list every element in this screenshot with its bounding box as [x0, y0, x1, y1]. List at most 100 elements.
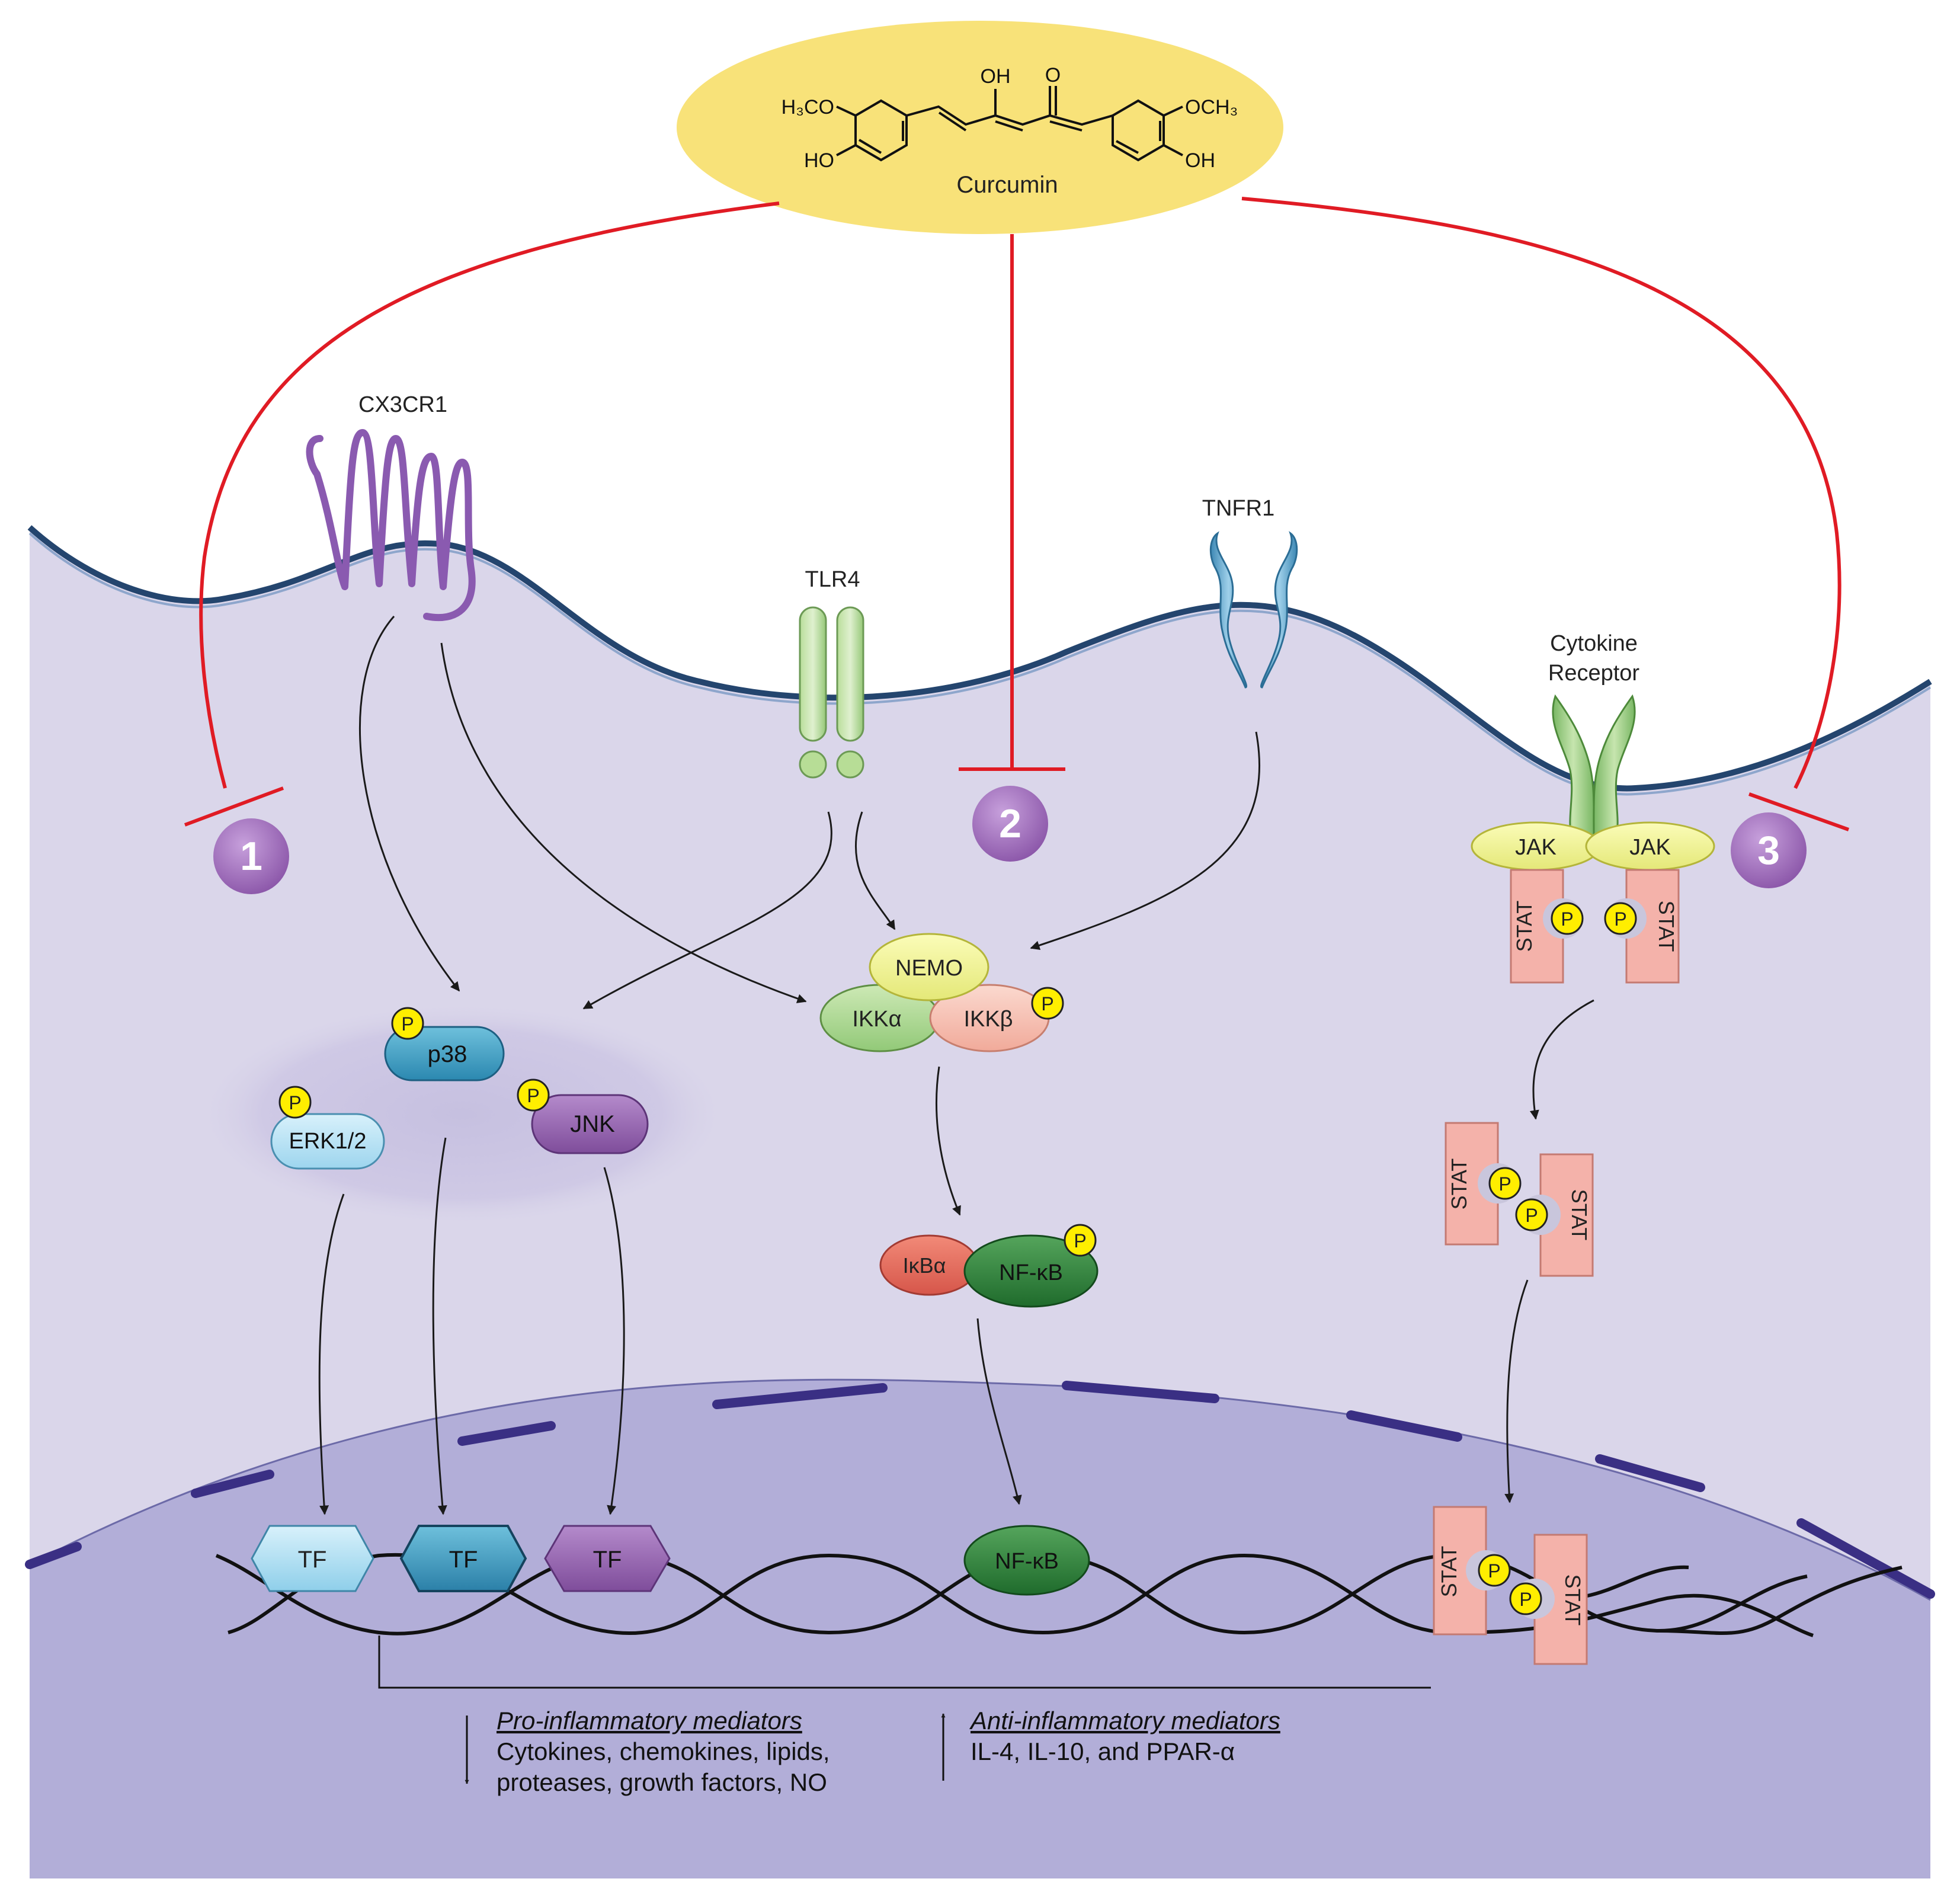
- tnfr1-receptor: [1209, 531, 1298, 689]
- cx3cr1-label: CX3CR1: [358, 392, 447, 417]
- nfkb-nuclear: NF-κB: [963, 1525, 1090, 1596]
- svg-text:P: P: [1525, 1205, 1538, 1226]
- svg-text:ERK1/2: ERK1/2: [289, 1129, 367, 1154]
- svg-text:STAT: STAT: [1561, 1574, 1585, 1626]
- arrow-erk-to-tf: [318, 1193, 345, 1515]
- stat-dimer-nucleus: STAT STAT P P: [1433, 1506, 1588, 1665]
- curcumin-bubble: [677, 21, 1283, 234]
- curcumin-enol-hydroxy: OH: [981, 65, 1011, 88]
- erk-kinase: ERK1/2 P: [270, 1086, 385, 1170]
- nuclear-envelope: [29, 1378, 1931, 1601]
- jak-left: JAK: [1471, 821, 1601, 871]
- ikk-beta: IKKβ P: [929, 984, 1064, 1052]
- tlr4-label: TLR4: [805, 567, 860, 592]
- step-badge-3: 3: [1731, 812, 1807, 888]
- stat-dimer-cytoplasm: STAT STAT P P: [1445, 1122, 1594, 1277]
- inhibition-path-3: [1241, 197, 1841, 789]
- svg-text:P: P: [527, 1085, 539, 1106]
- svg-text:TF: TF: [449, 1547, 478, 1573]
- svg-text:P: P: [1041, 993, 1053, 1014]
- jnk-kinase: JNK P: [517, 1078, 649, 1154]
- arrow-nfkb-to-nucleus: [976, 1318, 1022, 1505]
- tf-erk: TF: [251, 1525, 374, 1592]
- anti-inflammatory-title: Anti-inflammatory mediators: [969, 1707, 1280, 1734]
- svg-text:3: 3: [1757, 828, 1780, 873]
- step-badge-1: 1: [213, 818, 289, 894]
- signal-arrows: [318, 616, 1594, 1515]
- arrow-p38-to-tf: [432, 1137, 447, 1515]
- svg-text:P: P: [1561, 908, 1573, 930]
- svg-text:STAT: STAT: [1447, 1158, 1471, 1210]
- pro-inflammatory-line-2: proteases, growth factors, NO: [497, 1768, 827, 1796]
- mapk-halo: [196, 1001, 729, 1227]
- arrow-tlr4-to-mapk: [582, 811, 832, 1010]
- tf-jnk: TF: [544, 1525, 671, 1592]
- svg-text:p38: p38: [428, 1041, 467, 1067]
- arrow-tlr4-to-ikk: [855, 811, 896, 930]
- svg-text:P: P: [289, 1092, 301, 1113]
- arrow-cx3cr1-to-ikk: [440, 642, 807, 1003]
- curcumin-left-methoxy: H₃CO: [782, 96, 834, 119]
- nucleus: [30, 1380, 1930, 1878]
- svg-text:JAK: JAK: [1629, 835, 1671, 860]
- svg-text:2: 2: [999, 801, 1021, 846]
- inhibition-bar-3: [1748, 792, 1850, 831]
- stat-receptor-phospho: P P: [1543, 898, 1647, 939]
- svg-text:IKKβ: IKKβ: [963, 1007, 1013, 1032]
- arrow-tnfr1-to-ikk: [1030, 731, 1260, 950]
- arrow-jnk-to-tf: [603, 1167, 625, 1515]
- svg-text:1: 1: [240, 834, 262, 879]
- cytokine-receptor-label-2: Receptor: [1548, 661, 1640, 686]
- anti-inflammatory-line-1: IL-4, IL-10, and PPAR-α: [971, 1737, 1235, 1765]
- svg-text:NF-κB: NF-κB: [995, 1549, 1059, 1574]
- svg-text:P: P: [1519, 1589, 1532, 1610]
- curcumin-right-hydroxy: OH: [1185, 149, 1215, 172]
- curcumin-keto-oxygen: O: [1045, 64, 1061, 87]
- tf-p38: TF: [399, 1525, 527, 1592]
- curcumin-structure: [836, 86, 1183, 162]
- cytokine-receptor-label-1: Cytokine: [1550, 631, 1638, 656]
- outcome-bracket: [378, 1636, 1431, 1689]
- svg-text:P: P: [1614, 908, 1626, 930]
- p38-kinase: p38 P: [384, 1007, 505, 1081]
- nuclear-pores: [25, 1381, 1935, 1599]
- svg-text:JNK: JNK: [570, 1111, 615, 1137]
- tlr4-receptor: [799, 606, 864, 779]
- curcumin-label: Curcumin: [956, 172, 1058, 198]
- curcumin-molecule: H₃CO HO OH O OCH₃ OH Curcumin: [677, 21, 1283, 234]
- svg-text:P: P: [1498, 1173, 1511, 1195]
- svg-text:STAT: STAT: [1567, 1189, 1591, 1241]
- pro-inflammatory-line-1: Cytokines, chemokines, lipids,: [497, 1737, 830, 1765]
- step-badge-2: 2: [972, 786, 1048, 862]
- svg-text:P: P: [1488, 1560, 1500, 1582]
- curcumin-left-hydroxy: HO: [804, 149, 834, 172]
- tnfr1-label: TNFR1: [1202, 496, 1274, 521]
- svg-text:TF: TF: [298, 1547, 327, 1573]
- svg-text:IκBα: IκBα: [903, 1253, 946, 1278]
- ikk-alpha: IKKα: [819, 984, 940, 1052]
- svg-text:STAT: STAT: [1654, 901, 1679, 952]
- nfkb-cytoplasm: NF-κB P: [963, 1224, 1099, 1308]
- svg-text:JAK: JAK: [1515, 835, 1557, 860]
- ikba: IκBα: [879, 1234, 979, 1296]
- curcumin-right-methoxy: OCH₃: [1185, 96, 1238, 119]
- svg-text:TF: TF: [593, 1547, 622, 1573]
- svg-text:NF-κB: NF-κB: [999, 1260, 1063, 1285]
- cx3cr1-receptor: [306, 429, 476, 622]
- arrow-ikk-to-nfkb: [936, 1066, 961, 1216]
- pro-inflammatory-title: Pro-inflammatory mediators: [497, 1707, 802, 1734]
- svg-text:P: P: [401, 1013, 414, 1035]
- arrow-stat-to-cytoplasm: [1529, 999, 1594, 1120]
- inhibition-path-1: [199, 201, 780, 789]
- jak-right: JAK: [1585, 821, 1715, 871]
- nemo: NEMO: [869, 933, 989, 1001]
- svg-text:NEMO: NEMO: [895, 956, 963, 981]
- arrow-stat-to-nucleus: [1504, 1279, 1529, 1503]
- inhibition-bar-1: [184, 786, 284, 827]
- inhibition-lines: [184, 197, 1850, 831]
- svg-text:P: P: [1074, 1230, 1086, 1252]
- svg-text:IKKα: IKKα: [852, 1007, 901, 1032]
- arrow-cx3cr1-to-p38: [359, 616, 460, 992]
- svg-text:STAT: STAT: [1512, 901, 1536, 952]
